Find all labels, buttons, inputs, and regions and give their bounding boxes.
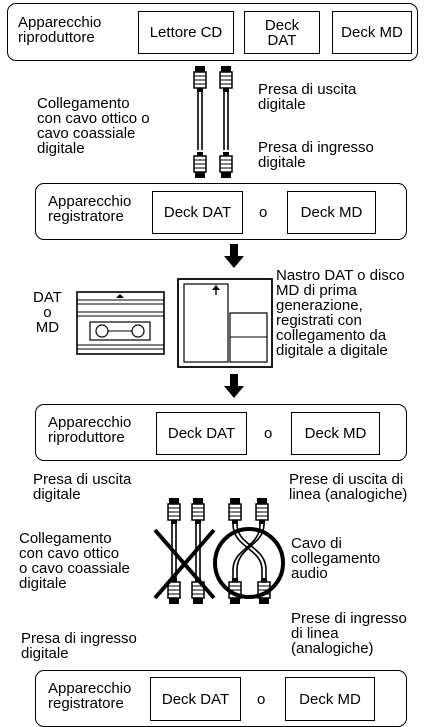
audio-cable-label: Cavo di collegamento audio [291, 535, 381, 582]
player2-device-label: Apparecchio riproduttore [48, 414, 132, 446]
media-type-label: DAT o MD [33, 289, 62, 336]
digital-out-label: Presa di uscita digitale [33, 471, 132, 503]
digital-in-label: Presa di ingresso digitale [21, 630, 137, 662]
not-allowed-cross-icon [153, 528, 216, 600]
cable-type-label: Collegamento con cavo ottico o cavo coas… [37, 95, 150, 157]
player2-dat-box: Deck DAT [156, 412, 247, 455]
recorder2-device-label: Apparecchio registratore [48, 680, 132, 712]
analog-audio-cable-icon [228, 497, 271, 605]
recorder-md-box: Deck MD [287, 191, 376, 234]
recorder2-md-box: Deck MD [285, 677, 375, 721]
digital-input-jack-label: Presa di ingresso digitale [258, 139, 374, 171]
recorder-or-text: o [259, 204, 268, 221]
source-device-label: Apparecchio riproduttore [18, 14, 102, 46]
md-deck-box: Deck MD [332, 11, 412, 54]
line-out-label: Prese di uscita di linea (analogiche) [289, 471, 408, 503]
line-in-label: Prese di ingresso di linea (analogiche) [291, 610, 407, 657]
down-arrow-icon [224, 374, 244, 398]
player2-md-box: Deck MD [291, 412, 380, 455]
digital-output-jack-label: Presa di uscita digitale [258, 81, 357, 113]
player2-or-text: o [264, 425, 273, 442]
coaxial-cable-icon [219, 65, 233, 179]
recorder-dat-box: Deck DAT [152, 191, 243, 234]
dat-deck-box: Deck DAT [244, 11, 320, 54]
cd-player-box: Lettore CD [138, 11, 234, 54]
recorder-device-label: Apparecchio registratore [48, 193, 132, 225]
minidisc-icon [177, 278, 273, 368]
ok-circle-icon [213, 527, 285, 599]
step2-cable-label: Collegamento con cavo ottico o cavo coas… [19, 530, 130, 592]
down-arrow-icon [224, 244, 244, 268]
recorder2-dat-box: Deck DAT [150, 677, 241, 721]
recorder2-or-text: o [257, 691, 266, 708]
optical-cable-icon [193, 65, 207, 179]
media-description: Nastro DAT o disco MD di prima generazio… [276, 267, 405, 359]
dat-cassette-icon [76, 291, 165, 355]
